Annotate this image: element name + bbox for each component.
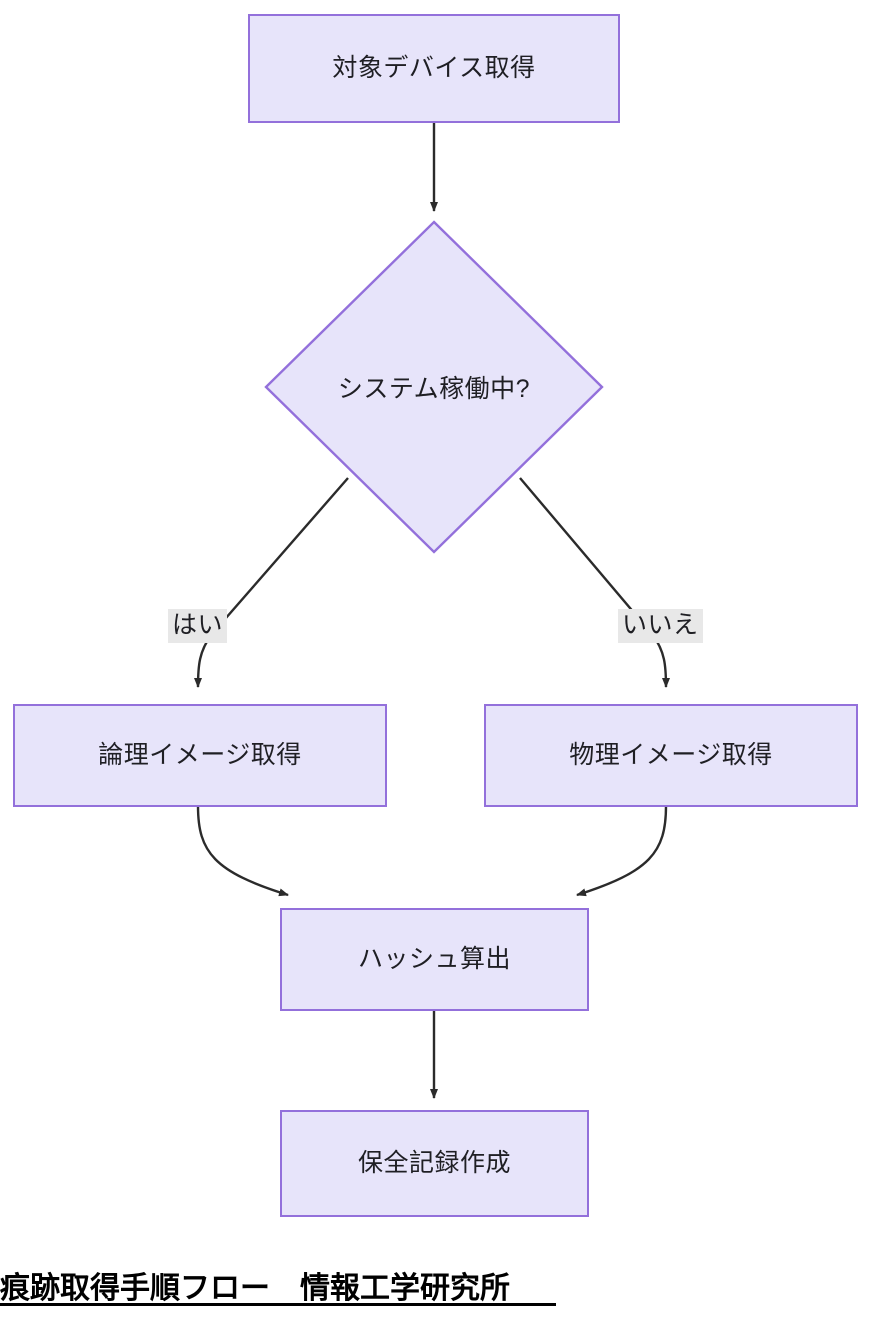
- node-acquire-device-label: 対象デバイス取得: [332, 53, 536, 82]
- node-record-create-label: 保全記録作成: [357, 1148, 511, 1177]
- node-logical-image-label: 論理イメージ取得: [98, 740, 302, 769]
- node-logical-image[interactable]: 論理イメージ取得: [13, 704, 387, 807]
- node-hash-compute[interactable]: ハッシュ算出: [280, 908, 589, 1011]
- diagram-caption: 痕跡取得手順フロー 情報工学研究所: [0, 1272, 510, 1305]
- node-acquire-device[interactable]: 対象デバイス取得: [248, 14, 620, 123]
- node-physical-image[interactable]: 物理イメージ取得: [484, 704, 858, 807]
- edge-label-yes: はい: [168, 609, 228, 643]
- diamond-shape: [264, 220, 604, 554]
- node-hash-compute-label: ハッシュ算出: [357, 944, 511, 973]
- node-system-running-label: システム稼働中?: [337, 375, 531, 403]
- edge-physical-image-to-hash-compute: [576, 805, 668, 897]
- caption-underline: [0, 1303, 556, 1306]
- node-physical-image-label: 物理イメージ取得: [569, 740, 773, 769]
- node-system-running[interactable]: システム稼働中?: [264, 220, 604, 554]
- edge-logical-image-to-hash-compute: [196, 805, 289, 897]
- node-record-create[interactable]: 保全記録作成: [280, 1110, 589, 1217]
- edge-label-no: いいえ: [618, 609, 703, 643]
